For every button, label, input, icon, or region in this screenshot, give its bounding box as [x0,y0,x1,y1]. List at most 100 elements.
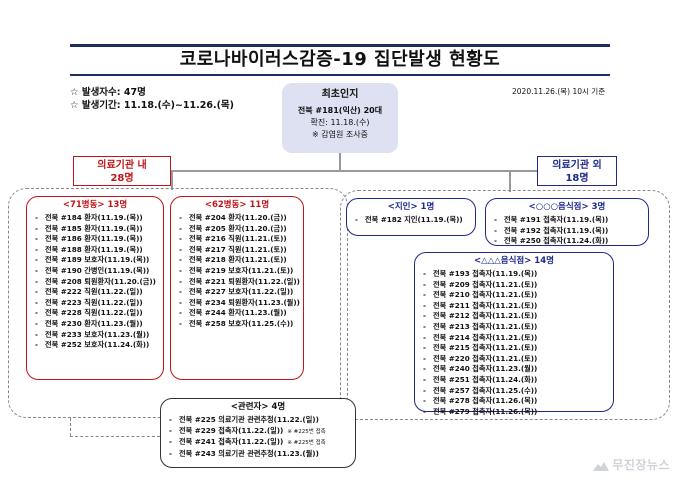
list-item: -전북 #182 지인(11.19.(목)) [355,215,475,226]
list-item: -전북 #229 접촉자(11.22.(일))※ #225번 접촉 [169,426,355,438]
list-item: -전북 #209 접촉자(11.21.(토)) [423,280,613,291]
restaurant-1-list: -전북 #191 접촉자(11.19.(목))-전북 #192 접촉자(11.1… [494,215,648,247]
case-entry: 전북 #215 접촉자(11.21.(토)) [433,343,538,353]
bullet-dash: - [35,329,38,339]
category-outside-count: 18명 [565,173,589,184]
related-list: -전북 #225 의료기관 관련추정(11.22.(일))-전북 #229 접촉… [169,415,355,459]
list-item: -전북 #234 퇴원환자(11.23.(월)) [179,298,303,309]
bullet-dash: - [179,234,182,244]
list-item: -전북 #279 접촉자(11.26.(목)) [423,407,613,418]
connector-right-drop [509,170,511,192]
case-entry: 전북 #189 보호자(11.19.(목)) [45,255,150,265]
category-inside-label: 의료기관 내 [97,160,147,171]
bullet-dash: - [423,332,426,342]
bullet-dash: - [169,448,172,458]
bullet-dash: - [35,234,38,244]
title-top-rule [70,44,610,47]
list-item: -전북 #212 접촉자(11.21.(토)) [423,311,613,322]
case-entry: 전북 #221 퇴원환자(11.22.(일)) [189,276,300,286]
bullet-dash: - [179,223,182,233]
case-entry: 전북 #186 환자(11.19.(목)) [45,234,143,244]
list-item: -전북 #252 보호자(11.24.(화)) [35,340,163,351]
list-item: -전북 #216 직원(11.21.(토)) [179,234,303,245]
list-item: -전북 #230 환자(11.23.(월)) [35,319,163,330]
case-entry: 전북 #227 보호자(11.22.(일)) [189,287,294,297]
case-entry: 전북 #228 직원(11.22.(일)) [45,308,143,318]
first-case-title: 최초인지 [321,89,359,100]
list-item: -전북 #225 의료기관 관련추정(11.22.(일)) [169,415,355,426]
ward-71-box: <71병동> 13명 -전북 #184 환자(11.19.(목))-전북 #18… [26,196,164,380]
bullet-dash: - [179,244,182,254]
related-connector-horizontal [70,436,160,437]
restaurant-1-title: <○○○음식점> 3명 [528,202,606,212]
case-entry: 전북 #205 환자(11.20.(금)) [189,223,287,233]
restaurant-2-list: -전북 #193 접촉자(11.19.(목))-전북 #209 접촉자(11.2… [423,269,613,417]
case-entry: 전북 #204 환자(11.20.(금)) [189,213,287,222]
bullet-dash: - [423,269,426,278]
list-item: -전북 #228 직원(11.22.(일)) [35,308,163,319]
list-item: -전북 #233 보호자(11.23.(월)) [35,330,163,341]
connector-trunk [339,153,341,171]
first-case-id: 전북 #181(익산) 20대 [297,106,383,115]
bullet-dash: - [179,318,182,328]
connector-left-drop [171,170,173,190]
case-entry: 전북 #184 환자(11.19.(목)) [45,213,143,222]
list-item: -전북 #250 접촉자(11.24.(화)) [494,236,648,247]
case-entry: 전북 #279 접촉자(11.26.(목)) [433,406,538,416]
case-entry: 전북 #214 접촉자(11.21.(토)) [433,332,538,342]
case-entry: 전북 #230 환자(11.23.(월)) [45,318,143,328]
bullet-dash: - [35,287,38,297]
watermark: 무진장뉴스 [593,456,670,473]
bullet-dash: - [35,255,38,265]
bullet-dash: - [35,276,38,286]
bullet-dash: - [169,415,172,424]
case-entry: 전북 #240 접촉자(11.23.(월)) [433,364,538,374]
list-item: -전북 #184 환자(11.19.(목)) [35,213,163,224]
case-entry: 전북 #222 직원(11.22.(일)) [45,287,143,297]
case-entry: 전북 #229 접촉자(11.22.(일)) [179,425,284,435]
list-item: -전북 #213 접촉자(11.21.(토)) [423,322,613,333]
category-inside-count: 28명 [110,173,134,184]
category-inside-hospital: 의료기관 내 28명 [73,156,171,186]
list-item: -전북 #205 환자(11.20.(금)) [179,224,303,235]
list-item: -전북 #186 환자(11.19.(목)) [35,234,163,245]
list-item: -전북 #240 접촉자(11.23.(월)) [423,364,613,375]
case-entry: 전북 #217 직원(11.21.(토)) [189,244,287,254]
list-item: -전북 #192 접촉자(11.19.(목)) [494,226,648,237]
case-entry: 전북 #243 의료기관 관련추정(11.23.(월)) [179,448,319,458]
case-entry: 전북 #234 퇴원환자(11.23.(월)) [189,297,300,307]
bullet-dash: - [179,308,182,318]
bullet-dash: - [423,279,426,289]
related-title: <관련자> 4명 [230,402,286,412]
bullet-dash: - [179,213,182,222]
bullet-dash: - [179,297,182,307]
page-title: 코로나바이러스감증-19 집단발생 현황도 [179,49,501,70]
mountain-logo-icon [593,461,610,471]
list-item: -전북 #189 보호자(11.19.(목)) [35,255,163,266]
bullet-dash: - [355,215,358,224]
case-entry: 전북 #211 접촉자(11.21.(토)) [433,300,538,310]
list-item: -전북 #241 접촉자(11.22.(일))※ #225번 접촉 [169,437,355,449]
list-item: -전북 #211 접촉자(11.21.(토)) [423,301,613,312]
list-item: -전북 #223 직원(11.22.(일)) [35,298,163,309]
bullet-dash: - [169,425,172,435]
bullet-dash: - [35,265,38,275]
ward-71-list: -전북 #184 환자(11.19.(목))-전북 #185 환자(11.19.… [35,213,163,351]
case-entry: 전북 #219 보호자(11.21.(토)) [189,265,294,275]
bullet-dash: - [423,406,426,416]
restaurant-1-box: <○○○음식점> 3명 -전북 #191 접촉자(11.19.(목))-전북 #… [485,198,649,246]
bullet-dash: - [423,290,426,300]
case-entry: 전북 #190 간병인(11.19.(목)) [45,265,150,275]
bullet-dash: - [169,437,172,447]
list-item: -전북 #278 접촉자(11.26.(목)) [423,396,613,407]
list-item: -전북 #222 직원(11.22.(일)) [35,287,163,298]
case-entry: 전북 #182 지인(11.19.(목)) [365,215,463,224]
bullet-dash: - [494,236,497,246]
list-item: -전북 #221 퇴원환자(11.22.(일)) [179,277,303,288]
list-item: -전북 #258 보호자(11.25.(수)) [179,319,303,330]
bullet-dash: - [423,343,426,353]
list-item: -전북 #219 보호자(11.21.(토)) [179,266,303,277]
bullet-dash: - [423,385,426,395]
case-count: ☆ 발생자수: 47명 [70,87,146,98]
first-case-confirmed: 확진: 11.18.(수) [310,118,370,127]
